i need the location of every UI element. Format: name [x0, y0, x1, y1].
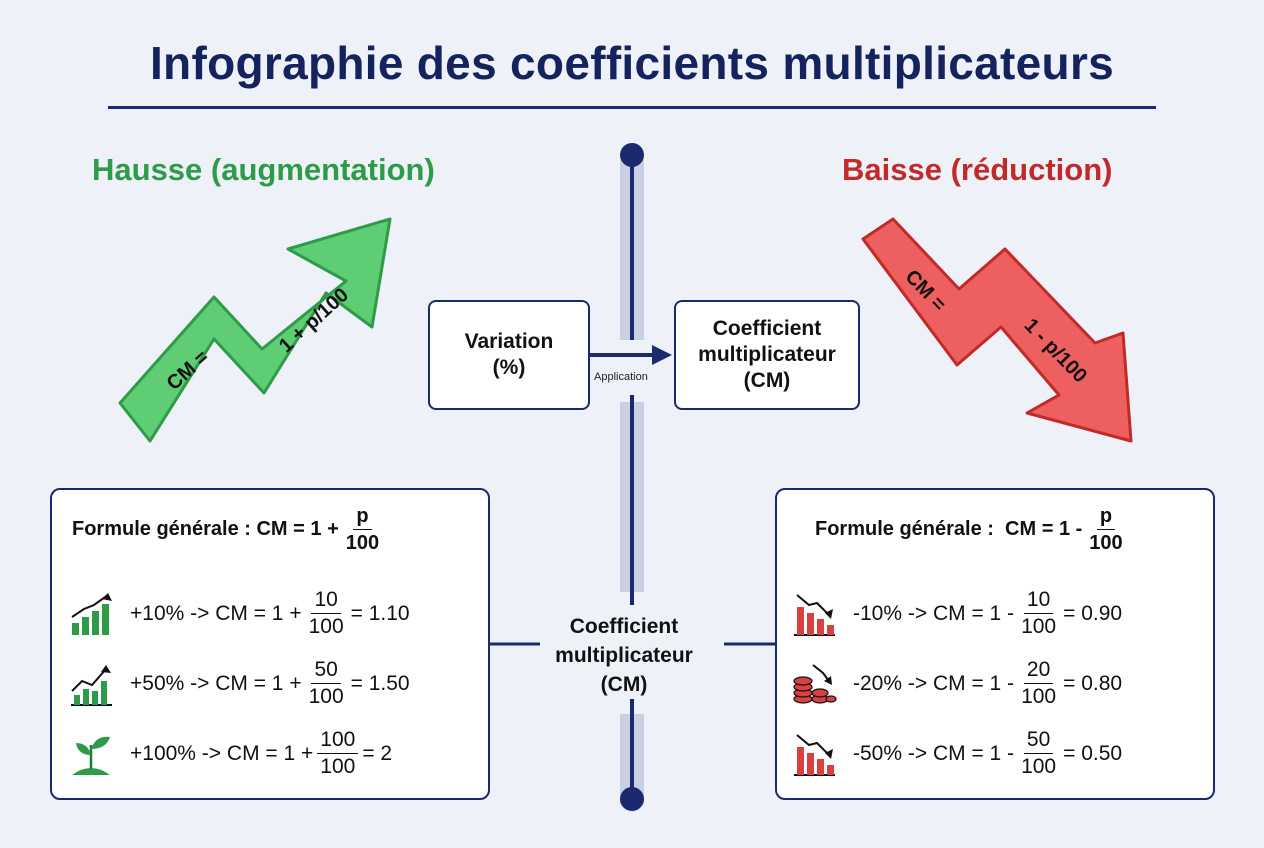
example-fraction: 10 100 — [306, 588, 347, 639]
hausse-formula-fraction: p 100 — [343, 504, 382, 555]
fraction-numerator: 100 — [317, 728, 359, 754]
center-label-line2: multiplicateur — [555, 644, 693, 667]
fraction-numerator: p — [353, 504, 372, 530]
variation-label-line1: Variation — [464, 330, 554, 353]
line-chart-up-icon — [71, 664, 112, 706]
example-result: = 1.50 — [350, 671, 410, 695]
hausse-arrow-formula-label: 1 + p/100 — [275, 284, 353, 357]
title-divider — [108, 106, 1156, 109]
cm-box: Coefficient multiplicateur (CM) — [674, 300, 860, 410]
central-axis — [620, 143, 644, 811]
page-title: Infographie des coefficients multiplicat… — [149, 37, 1115, 89]
hausse-example-1: +10% -> CM = 1 + 10 100 = 1.10 — [68, 588, 410, 639]
bar-chart-down-icon — [794, 593, 835, 636]
hausse-arrow: CM = 1 + p/100 — [118, 217, 392, 443]
baisse-example-2: -20% -> CM = 1 - 20 100 = 0.80 — [791, 658, 1122, 709]
cm-label-line2: multiplicateur — [698, 343, 836, 366]
axis-bottom-dot — [620, 787, 644, 811]
center-label-line3: (CM) — [600, 673, 648, 696]
example-result: = 0.50 — [1063, 741, 1123, 765]
fraction-denominator: 100 — [1021, 755, 1057, 778]
baisse-formula-fraction: p 100 — [1086, 504, 1125, 555]
fraction-denominator: 100 — [345, 532, 380, 554]
example-prefix: +100% -> CM = 1 + — [130, 741, 314, 765]
fraction-denominator: 100 — [1021, 615, 1057, 638]
example-fraction: 100 100 — [317, 728, 359, 779]
fraction-denominator: 100 — [308, 615, 344, 638]
variation-box: Variation (%) — [428, 300, 590, 410]
example-fraction: 10 100 — [1018, 588, 1059, 639]
baisse-arrow: CM = 1 - p/100 — [861, 217, 1133, 443]
hausse-title: Hausse (augmentation) — [92, 152, 435, 187]
baisse-example-3: -50% -> CM = 1 - 50 100 = 0.50 — [791, 728, 1122, 779]
fraction-numerator: 10 — [1023, 588, 1054, 614]
baisse-formula: Formule générale : CM = 1 - p 100 — [815, 504, 1130, 555]
baisse-title: Baisse (réduction) — [842, 152, 1113, 187]
baisse-formula-prefix: Formule générale : CM = 1 - — [815, 518, 1083, 540]
example-fraction: 50 100 — [1018, 728, 1059, 779]
example-prefix: -20% -> CM = 1 - — [853, 671, 1015, 695]
example-result: = 2 — [362, 741, 393, 765]
coins-down-icon — [793, 663, 837, 704]
bar-chart-up-icon — [71, 592, 112, 635]
bar-chart-down-icon — [794, 733, 835, 776]
example-prefix: +10% -> CM = 1 + — [130, 601, 302, 625]
center-label: Coefficient multiplicateur (CM) — [540, 612, 708, 699]
hausse-panel: Formule générale : CM = 1 + p 100 +10% -… — [50, 488, 490, 800]
cm-label-line1: Coefficient — [712, 317, 822, 340]
variation-label-line2: (%) — [492, 356, 526, 379]
example-fraction: 50 100 — [306, 658, 347, 709]
baisse-example-1: -10% -> CM = 1 - 10 100 = 0.90 — [791, 588, 1122, 639]
center-label-line1: Coefficient — [569, 615, 679, 638]
fraction-numerator: 20 — [1023, 658, 1054, 684]
example-prefix: +50% -> CM = 1 + — [130, 671, 302, 695]
application-arrow — [590, 345, 672, 365]
fraction-denominator: 100 — [308, 685, 344, 708]
plant-sprout-icon — [72, 736, 110, 775]
hausse-example-3: +100% -> CM = 1 + 100 100 = 2 — [68, 728, 392, 779]
fraction-numerator: 50 — [311, 658, 341, 684]
fraction-denominator: 100 — [1089, 532, 1123, 554]
hausse-formula: Formule générale : CM = 1 + p 100 — [72, 504, 386, 555]
baisse-panel: Formule générale : CM = 1 - p 100 -10% -… — [775, 488, 1215, 800]
example-result: = 1.10 — [350, 601, 410, 625]
fraction-denominator: 100 — [1021, 685, 1057, 708]
fraction-numerator: 50 — [1023, 728, 1054, 754]
fraction-numerator: p — [1096, 504, 1116, 530]
fraction-numerator: 10 — [311, 588, 341, 614]
cm-label-line3: (CM) — [743, 369, 791, 392]
panel-connectors — [488, 642, 778, 646]
example-prefix: -10% -> CM = 1 - — [853, 601, 1015, 625]
example-result: = 0.90 — [1063, 601, 1123, 625]
fraction-denominator: 100 — [320, 755, 356, 778]
hausse-example-2: +50% -> CM = 1 + 50 100 = 1.50 — [68, 658, 410, 709]
axis-top-dot — [620, 143, 644, 167]
example-prefix: -50% -> CM = 1 - — [853, 741, 1015, 765]
hausse-formula-prefix: Formule générale : CM = 1 + — [72, 518, 339, 540]
application-label: Application — [594, 371, 648, 383]
example-result: = 0.80 — [1063, 671, 1123, 695]
example-fraction: 20 100 — [1018, 658, 1059, 709]
